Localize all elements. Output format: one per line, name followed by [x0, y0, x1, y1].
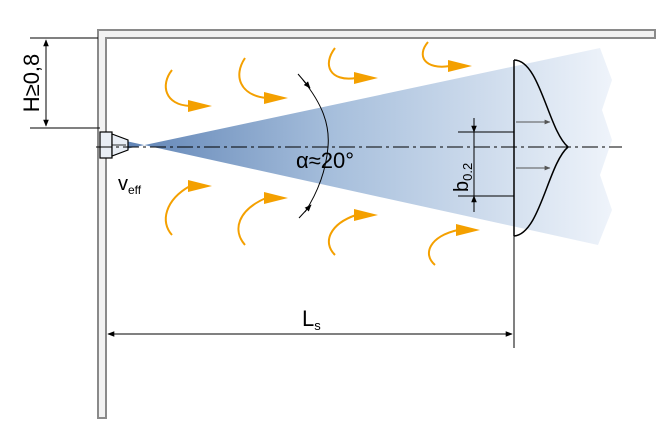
entrainment-arrowheads	[188, 60, 480, 236]
entrainment-arrows	[164, 41, 459, 266]
height-dimension	[30, 37, 100, 129]
room-walls	[97, 29, 656, 419]
velocity-label: veff	[118, 173, 142, 197]
angle-indicator	[297, 73, 329, 219]
profile-width-dimension	[458, 118, 514, 212]
velocity-profile	[513, 59, 570, 237]
nozzle	[99, 131, 129, 159]
height-label: H≥0,8	[19, 54, 44, 113]
length-label: Ls	[302, 306, 321, 333]
profile-width-label: b0.2	[451, 163, 475, 192]
length-dimension	[107, 236, 515, 348]
wall-outline	[97, 29, 656, 419]
angle-label: α≈20°	[296, 148, 354, 173]
